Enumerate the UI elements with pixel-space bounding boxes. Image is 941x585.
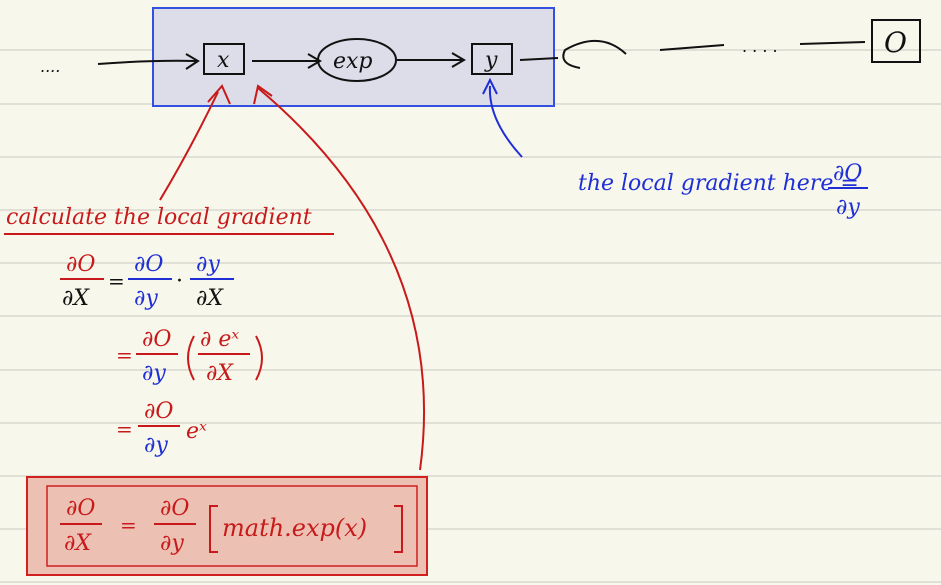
l2-close-paren (255, 335, 263, 381)
arrowhead-icon (307, 53, 322, 69)
node-x-box (203, 43, 245, 75)
l3-eq: = (116, 417, 133, 441)
l1-t2-den: ∂X (196, 286, 224, 311)
l2-t1-den: ∂y (142, 361, 166, 386)
node-o-box (871, 19, 921, 63)
leading-dots: .... (40, 57, 60, 76)
l2-t1-num: ∂O (142, 327, 171, 352)
node-y-box (471, 43, 513, 75)
l2-paren-den: ∂X (206, 361, 234, 386)
l1-lhs-num: ∂O (66, 252, 95, 277)
result-open-bracket (209, 505, 218, 553)
result-inner-box (46, 485, 418, 567)
result-code: math.exp(x) (222, 514, 367, 542)
node-exp-ellipse (317, 38, 397, 82)
l2-paren-num: ∂ eˣ (200, 327, 239, 352)
l1-lhs-den: ∂X (62, 286, 90, 311)
l1-dot: · (176, 269, 183, 294)
l3-t1-den: ∂y (144, 433, 168, 458)
calc-heading: calculate the local gradient (6, 205, 312, 230)
result-close-bracket (394, 505, 403, 553)
next-node-arc (562, 39, 627, 69)
result-lhs-den: ∂X (64, 531, 92, 556)
l1-t2-num: ∂y (196, 252, 220, 277)
input-arrow (97, 59, 197, 65)
arrowhead-icon (185, 53, 200, 70)
result-rhs-den: ∂y (160, 531, 184, 556)
arrow-to-o (799, 41, 866, 45)
result-lhs-num: ∂O (66, 496, 95, 521)
result-box (26, 476, 428, 576)
l1-t1-den: ∂y (134, 286, 158, 311)
red-arrow-to-x (159, 91, 219, 201)
l2-open-paren (187, 335, 195, 381)
arrowhead-icon (207, 84, 231, 105)
arrowhead-icon (482, 77, 498, 95)
node-o-label: O (884, 26, 907, 59)
arrowhead-icon (451, 52, 466, 68)
local-gradient-here-num: ∂O (833, 161, 862, 186)
arrow-y-to-next (519, 57, 559, 61)
arrowhead-icon (253, 84, 273, 105)
l1-t1-num: ∂O (134, 252, 163, 277)
node-y-label: y (484, 48, 498, 73)
trailing-dots: . . . . (742, 37, 778, 56)
local-gradient-here-den: ∂y (836, 195, 860, 220)
l2-eq: = (116, 343, 133, 367)
l1-eq: = (108, 269, 125, 293)
red-arrow-result-to-x (257, 87, 426, 471)
result-eq: = (120, 513, 137, 537)
connector-line (659, 44, 725, 51)
local-gradient-here-text: the local gradient here = (578, 171, 859, 196)
l3-exp: eˣ (186, 419, 207, 444)
l3-t1-num: ∂O (144, 399, 173, 424)
node-x-label: x (217, 48, 230, 73)
blue-pointer-arrow (488, 85, 523, 158)
node-exp-label: exp (333, 49, 373, 74)
result-rhs-num: ∂O (160, 496, 189, 521)
